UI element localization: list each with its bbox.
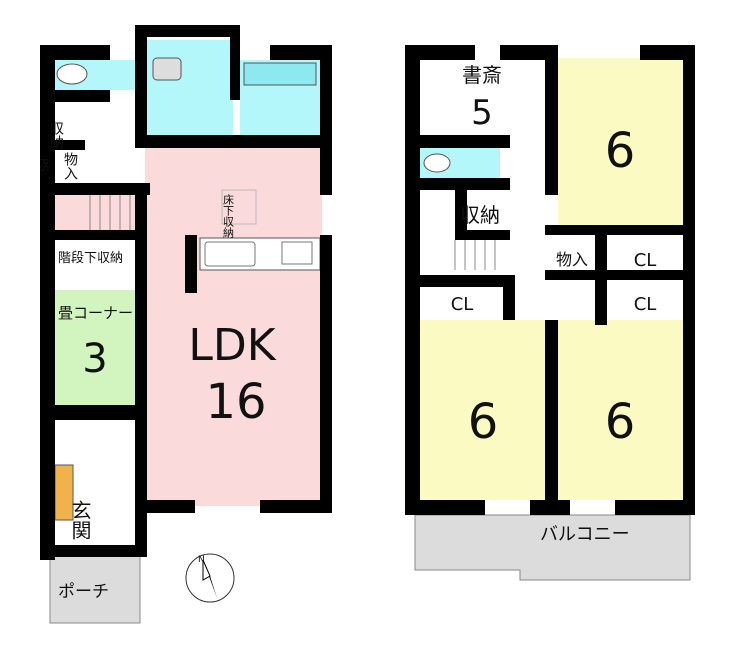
tatami-size: 3 [82,336,107,382]
tatami-corner [55,290,137,405]
toilet-2f-fixture [423,153,451,173]
bedroom-ne [558,58,683,225]
walls-1f [40,25,332,560]
svg-text:N: N [198,555,205,565]
compass-icon: N [185,553,235,603]
closet-1f-label: 物入 [62,152,78,180]
bathtub [243,62,317,86]
cl-se-label: CL [634,294,657,315]
storage-1f-label: 収納 [48,121,64,150]
ldk-room [145,148,322,506]
cl-sw-label: CL [451,294,474,315]
stove-icon [281,241,313,265]
kitchen-wall [185,235,197,293]
under-stairs-label: 階段下収納 [58,251,123,266]
bedroom-sw-size: 6 [468,394,499,450]
walls-2f [405,45,695,515]
balcony-label: バルコニー [540,524,630,545]
porch-area [49,554,141,624]
study-room [420,60,545,135]
ldk-label: LDK [188,320,276,371]
tatami-label: 畳コーナー [58,304,133,322]
storage-2f-label: 収納 [460,203,500,227]
stairs-1f-treads [89,195,131,230]
underfloor-box [221,189,257,225]
cl-ne-label: CL [634,250,657,271]
ldk-size: 16 [205,374,266,430]
kitchen-sink [204,241,256,267]
toilet-1f-fixture [56,63,88,85]
bedroom-se-size: 6 [605,394,636,450]
ps-label: PS [38,158,51,172]
washroom [145,40,233,135]
bedroom-sw [420,320,545,500]
bedroom-ne-size: 6 [605,123,636,179]
stairs-2f-treads [454,240,496,270]
porch-label: ポーチ [58,582,109,602]
bedroom-se [558,320,683,500]
sink [152,57,182,81]
underfloor-label: 床下収納 [222,193,235,239]
study-size: 5 [471,93,493,133]
closet-2f-label: 物入 [556,250,588,269]
study-label: 書斎 [462,63,502,87]
entrance-label: 玄関 [68,500,92,540]
